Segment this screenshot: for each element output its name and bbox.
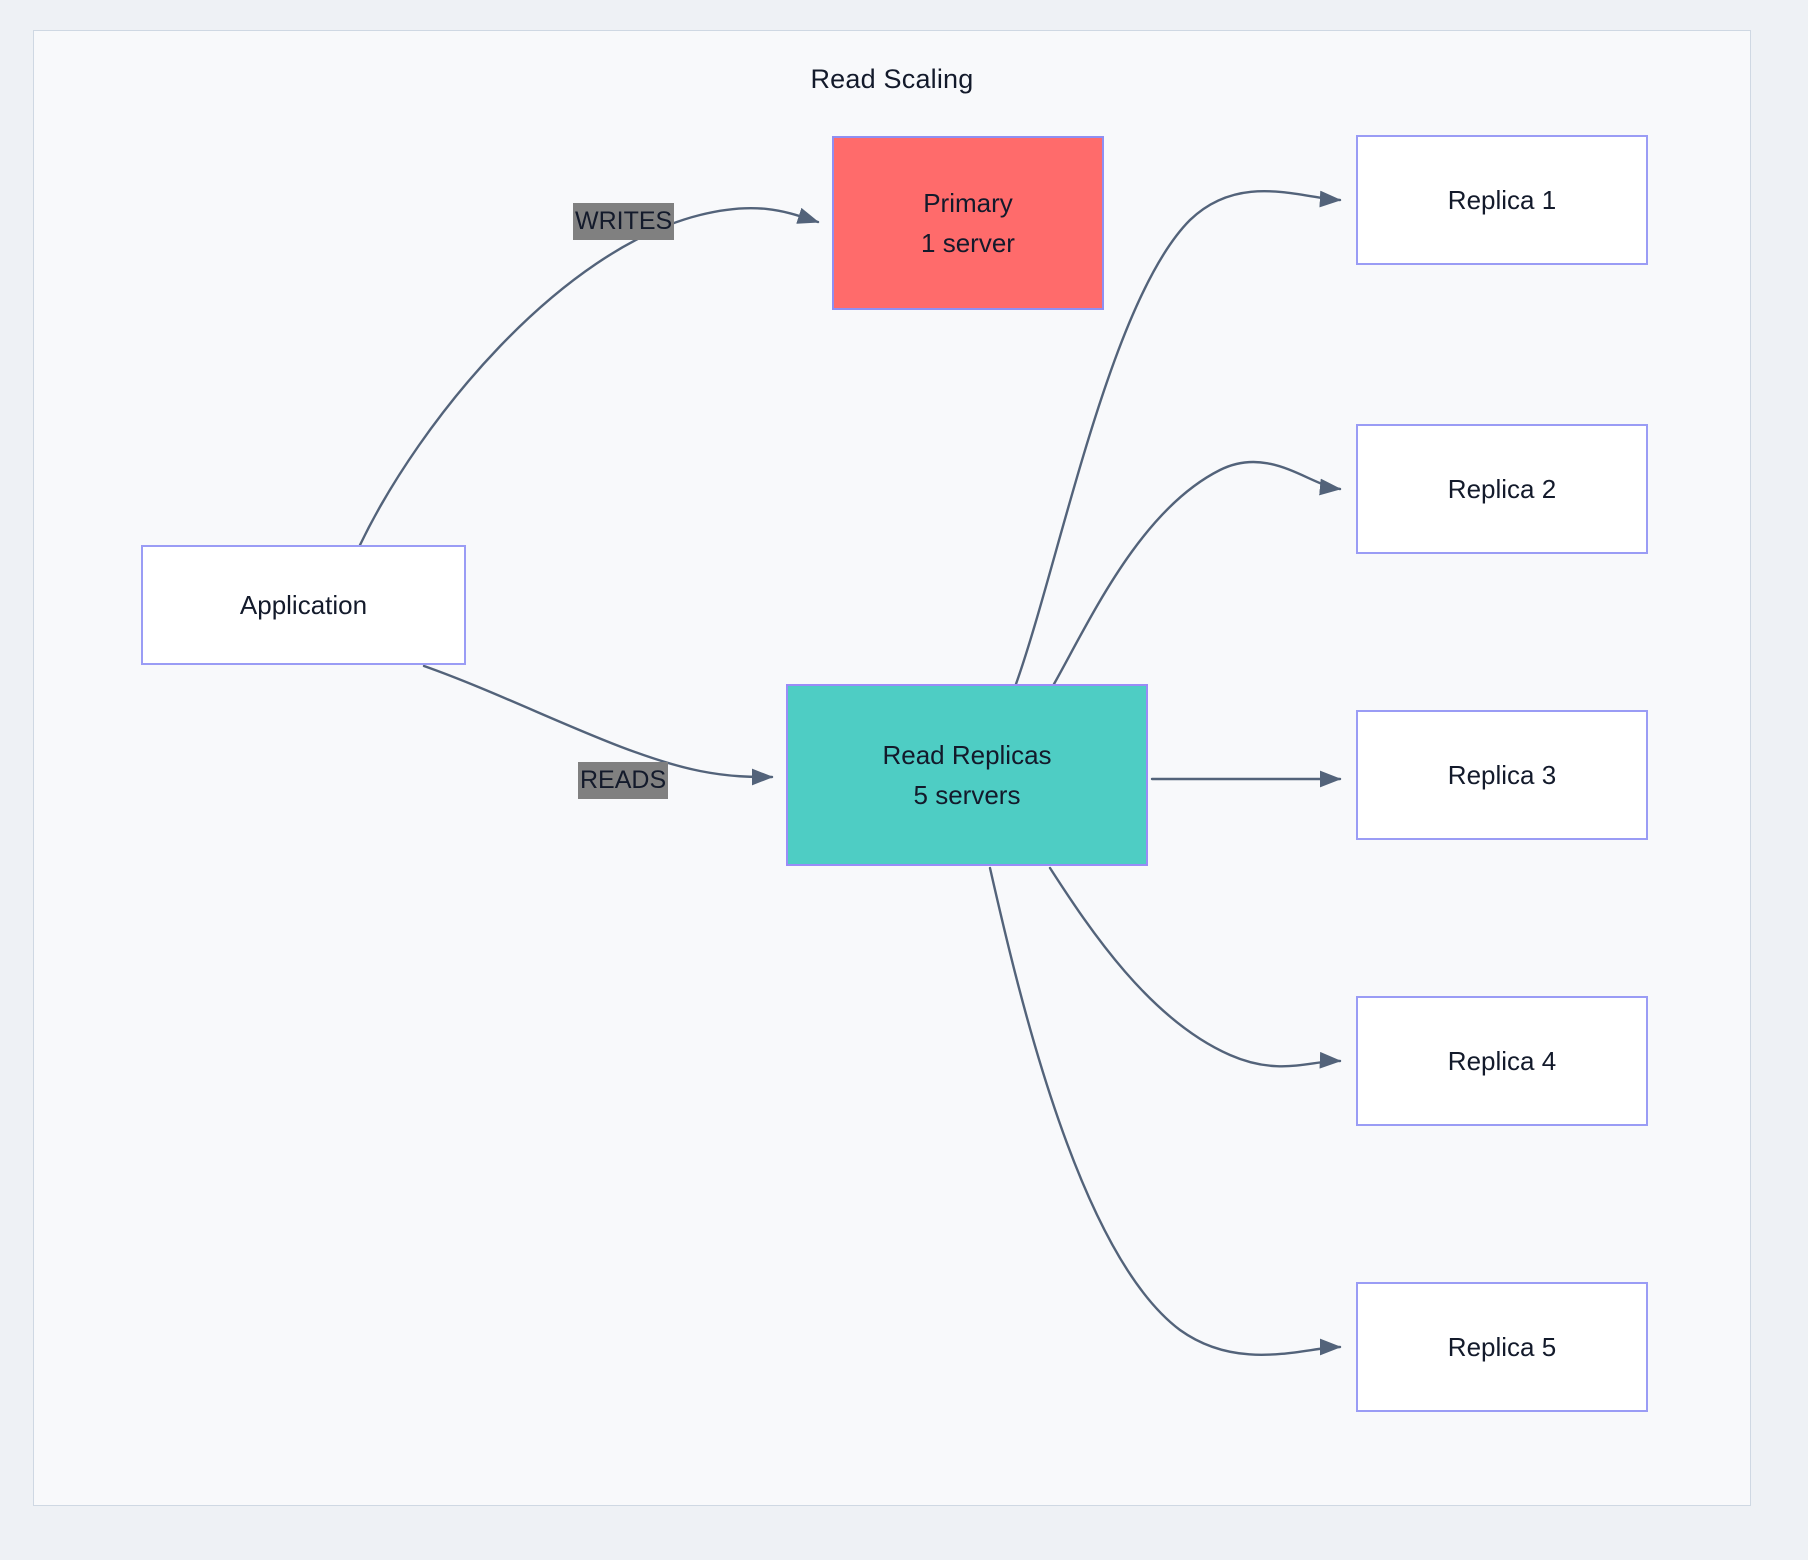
node-replica-3-label: Replica 3: [1447, 759, 1557, 790]
node-replica-5-label: Replica 5: [1447, 1331, 1557, 1362]
node-primary-subtitle: 1 server: [921, 228, 1015, 258]
node-replica-3[interactable]: Replica 3: [1356, 710, 1648, 840]
node-primary-label: Primary: [923, 187, 1013, 218]
node-replica-1[interactable]: Replica 1: [1356, 135, 1648, 265]
node-read-replicas-label: Read Replicas: [882, 739, 1052, 770]
node-read-replicas-subtitle: 5 servers: [913, 780, 1021, 810]
node-primary[interactable]: Primary 1 server: [832, 136, 1104, 310]
edge-label-writes: WRITES: [573, 203, 675, 240]
node-replica-2-label: Replica 2: [1447, 473, 1557, 504]
node-replica-1-label: Replica 1: [1447, 184, 1557, 215]
page-title: Read Scaling: [810, 64, 974, 94]
edge-label-reads: READS: [578, 762, 669, 799]
node-replica-5[interactable]: Replica 5: [1356, 1282, 1648, 1412]
node-application-label: Application: [239, 589, 368, 620]
node-application[interactable]: Application: [141, 545, 466, 665]
node-replica-2[interactable]: Replica 2: [1356, 424, 1648, 554]
node-replica-4-label: Replica 4: [1447, 1045, 1557, 1076]
node-replica-4[interactable]: Replica 4: [1356, 996, 1648, 1126]
node-read-replicas[interactable]: Read Replicas 5 servers: [786, 684, 1148, 866]
